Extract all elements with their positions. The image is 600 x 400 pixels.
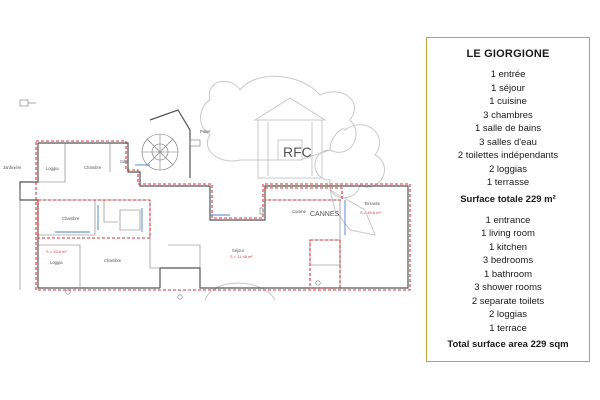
french-room-list: 1 entrée 1 séjour 1 cuisine 3 chambres 1… (427, 68, 589, 190)
property-summary-panel: LE GIORGIONE 1 entrée 1 séjour 1 cuisine… (426, 37, 590, 362)
label-loggia-bottom: Loggia (50, 260, 63, 265)
en-item: 2 loggias (488, 309, 528, 320)
label-chambre-bottom: Chambre (104, 258, 122, 263)
en-item: 1 terrace (489, 322, 527, 334)
label-sejour: Séjour (232, 248, 245, 253)
fr-item: 3 salles d'eau (479, 136, 537, 148)
floor-plan: RFC CANNES Jardinière Loggia Chambre SdE… (3, 75, 411, 301)
fr-item: 1 cuisine (489, 96, 527, 107)
fr-item: 1 salle de bains (474, 123, 542, 134)
label-chambre-top: Chambre (84, 165, 102, 170)
english-room-list: 1 entrance 1 living room 1 kitchen 3 bed… (427, 214, 589, 336)
watermark-place: CANNES (310, 211, 340, 218)
label-sde-top: SdE (120, 159, 128, 164)
area-mid: S = 11,46 m² (230, 254, 253, 259)
en-item: 1 living room (481, 228, 535, 239)
label-chambre-mid: Chambre (62, 216, 80, 221)
area-right: S = 46,6 m² (360, 210, 381, 215)
en-total-surface: Total surface area 229 sqm (447, 339, 569, 350)
fr-item: 1 séjour (491, 82, 525, 94)
en-item: 1 bathroom (483, 268, 533, 280)
property-title: LE GIORGIONE (466, 48, 550, 60)
watermark-emblem (200, 75, 385, 301)
label-jardiniere: Jardinière (3, 165, 22, 170)
fr-item: 1 terrasse (486, 177, 530, 188)
fr-item: 2 toilettes indépendants (457, 150, 559, 161)
en-item: 2 separate toilets (471, 295, 545, 307)
en-item: 3 bedrooms (482, 255, 534, 266)
en-item: 1 kitchen (488, 241, 528, 253)
label-cuisine: Cuisine (292, 209, 307, 214)
fr-item: 3 chambres (483, 109, 533, 121)
fr-item: 1 entrée (490, 69, 526, 80)
area-left: S = 33,6 m² (46, 249, 67, 254)
en-item: 3 shower rooms (474, 282, 542, 293)
watermark-initials: RFC (283, 144, 312, 160)
label-palier: Palier (200, 129, 211, 134)
label-loggia-top: Loggia (46, 166, 59, 171)
label-terrasse: Terrasse (364, 201, 381, 206)
fr-item: 2 loggias (488, 163, 528, 175)
fr-total-surface: Surface totale 229 m² (460, 193, 556, 205)
en-item: 1 entrance (485, 214, 531, 226)
